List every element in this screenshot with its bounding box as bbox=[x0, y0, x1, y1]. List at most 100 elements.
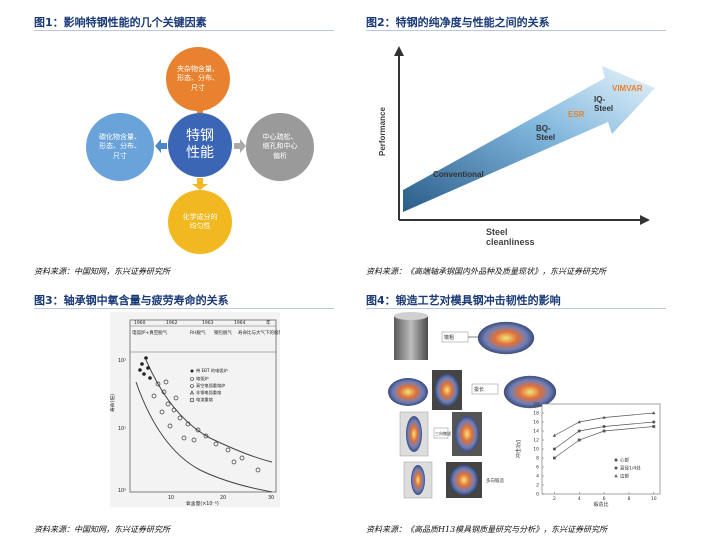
upset-block-right-core bbox=[455, 416, 479, 452]
data-point bbox=[552, 447, 556, 451]
forging-process-illustration: 镦粗 拔长 三向镦拔 多向锻造 bbox=[388, 312, 557, 499]
series-line-直径1/4处 bbox=[554, 421, 654, 450]
legend-label: 心部 bbox=[620, 457, 629, 464]
data-point bbox=[161, 389, 167, 395]
figure-3-title: 图3：轴承钢中氧含量与疲劳寿命的关系 bbox=[34, 294, 229, 307]
inclusion-factor-label: 夹杂物含量、 形态、分布、 尺寸 bbox=[177, 64, 219, 92]
y-tick-label: 4 bbox=[536, 474, 539, 480]
right-arrow-icon bbox=[234, 139, 246, 153]
multi-forged-block-left-core bbox=[411, 465, 425, 495]
data-point bbox=[577, 429, 581, 433]
process-step-label: 多向锻造 bbox=[486, 477, 504, 484]
figure-4-source: 资料来源：《高品质H13模具钢质量研究与分析》，东兴证券研究所 bbox=[366, 525, 608, 534]
legend-entry: 电弧炉 bbox=[196, 375, 209, 382]
steel-performance-label: 特钢 性能 bbox=[186, 127, 214, 162]
x-tick-label: 10 bbox=[651, 496, 657, 502]
data-point bbox=[181, 435, 187, 441]
composition-factor-circle: 化学成分的 均匀性 bbox=[168, 190, 232, 254]
x-tick-label: 20 bbox=[220, 495, 226, 501]
data-point bbox=[195, 427, 201, 433]
left-arrow-icon bbox=[155, 139, 167, 153]
data-point bbox=[602, 429, 606, 433]
figure-3-header-text: 1960 1962 1963 1964 年 电弧炉+真空脱气 RH脱气 钢包脱气… bbox=[132, 319, 280, 336]
data-point bbox=[191, 437, 197, 443]
legend-marker bbox=[614, 458, 618, 462]
data-point bbox=[171, 407, 177, 413]
data-point bbox=[140, 362, 144, 366]
data-point bbox=[552, 433, 557, 437]
data-point bbox=[167, 423, 173, 429]
x-tick-label: 8 bbox=[628, 496, 631, 502]
x-tick-label: 6 bbox=[603, 496, 606, 502]
figure-2-source: 资料来源：《高端轴承钢国内外品种及质量现状》，东兴证券研究所 bbox=[366, 267, 606, 276]
year-label: 1964 bbox=[234, 320, 246, 326]
process-step-label: 拔长 bbox=[474, 386, 484, 393]
x-tick-label: 2 bbox=[553, 496, 556, 502]
year-label: 1962 bbox=[166, 320, 178, 326]
data-point bbox=[185, 421, 191, 427]
figure-1-rule bbox=[34, 30, 334, 31]
iq-steel-label: IQ-Steel bbox=[594, 95, 614, 113]
data-point bbox=[144, 356, 148, 360]
data-point bbox=[602, 415, 606, 419]
y-tick-label: 6 bbox=[536, 465, 539, 471]
header-note: 寿命比与大气下的极限比 bbox=[238, 329, 280, 336]
figure-4-title: 图4：锻造工艺对模具钢冲击韧性的影响 bbox=[366, 294, 561, 307]
y-tick-label: 10² bbox=[118, 358, 126, 364]
data-point bbox=[225, 447, 231, 453]
data-point bbox=[255, 467, 261, 473]
header-note: 钢包脱气 bbox=[214, 329, 232, 336]
data-point bbox=[159, 409, 165, 415]
legend-entry: 带 EBT 的电弧炉 bbox=[196, 367, 228, 374]
billet-cylinder bbox=[394, 316, 428, 360]
legend-marker-open bbox=[190, 377, 194, 381]
data-point bbox=[602, 425, 606, 428]
process-step-label: 镦粗 bbox=[444, 334, 454, 341]
data-point bbox=[142, 372, 146, 376]
steel-performance-circle: 特钢 性能 bbox=[168, 113, 232, 177]
y-tick-label: 18 bbox=[533, 411, 539, 417]
figure-3-axes-text: 10² 10¹ 10⁰ 10 20 30 氧含量(×10⁻⁶) 寿命(倍) bbox=[110, 358, 274, 507]
x-tick-label: 30 bbox=[268, 495, 274, 501]
year-label: 1960 bbox=[134, 320, 146, 326]
legend-entry: 真空电弧重熔炉 bbox=[196, 382, 225, 389]
x-tick-label: 10 bbox=[168, 495, 174, 501]
cleanliness-performance-diagram bbox=[394, 46, 655, 225]
open-data-points bbox=[151, 379, 261, 473]
legend-marker bbox=[614, 474, 618, 478]
oxygen-fatigue-scan-figure: 带 EBT 的电弧炉 电弧炉 真空电弧重熔炉 非钢电弧重熔 电渣重熔 1960 … bbox=[110, 312, 280, 507]
data-point bbox=[155, 381, 161, 387]
legend-marker-filled bbox=[190, 369, 194, 373]
legend-entry: 非钢电弧重熔 bbox=[196, 389, 222, 396]
y-tick-label: 12 bbox=[533, 438, 539, 444]
x-axis-label: 锻造比 bbox=[593, 501, 608, 508]
year-label: 年 bbox=[266, 319, 271, 326]
carbide-factor-label: 碳化物含量、 形态、分布、 尺寸 bbox=[99, 132, 141, 160]
process-step-box bbox=[471, 383, 499, 395]
figure-3-rule bbox=[34, 308, 334, 309]
series-line-边部 bbox=[554, 412, 654, 436]
figure-1-title: 图1：影响特钢性能的几个关键因素 bbox=[34, 16, 207, 29]
composition-factor-label: 化学成分的 均匀性 bbox=[182, 212, 218, 230]
legend-label: 边部 bbox=[620, 473, 629, 480]
data-point bbox=[239, 455, 245, 461]
data-point bbox=[146, 366, 150, 370]
x-axis-arrowhead bbox=[640, 215, 650, 225]
legend-marker-square bbox=[190, 398, 194, 402]
cleanliness-axis-label: Steel cleanliness bbox=[486, 227, 535, 247]
process-step-box bbox=[433, 427, 449, 439]
data-point bbox=[652, 420, 656, 424]
figure-4-rule bbox=[366, 308, 666, 309]
y-tick-label: 10 bbox=[533, 447, 539, 453]
figure-3-legend: 带 EBT 的电弧炉 电弧炉 真空电弧重熔炉 非钢电弧重熔 电渣重熔 bbox=[190, 367, 228, 403]
drawn-bar-right bbox=[503, 375, 557, 409]
y-tick-label: 20 bbox=[533, 402, 539, 408]
y-axis-arrowhead bbox=[394, 46, 404, 56]
figure-1-source: 资料来源：中国知网，东兴证券研究所 bbox=[34, 267, 170, 276]
billet-top-face bbox=[394, 312, 428, 320]
legend-marker bbox=[614, 466, 618, 470]
performance-axis-label: Performance bbox=[378, 107, 387, 156]
header-note: RH脱气 bbox=[190, 329, 206, 336]
drawn-bar-center-core bbox=[435, 374, 459, 406]
y-tick-label: 8 bbox=[536, 456, 539, 462]
